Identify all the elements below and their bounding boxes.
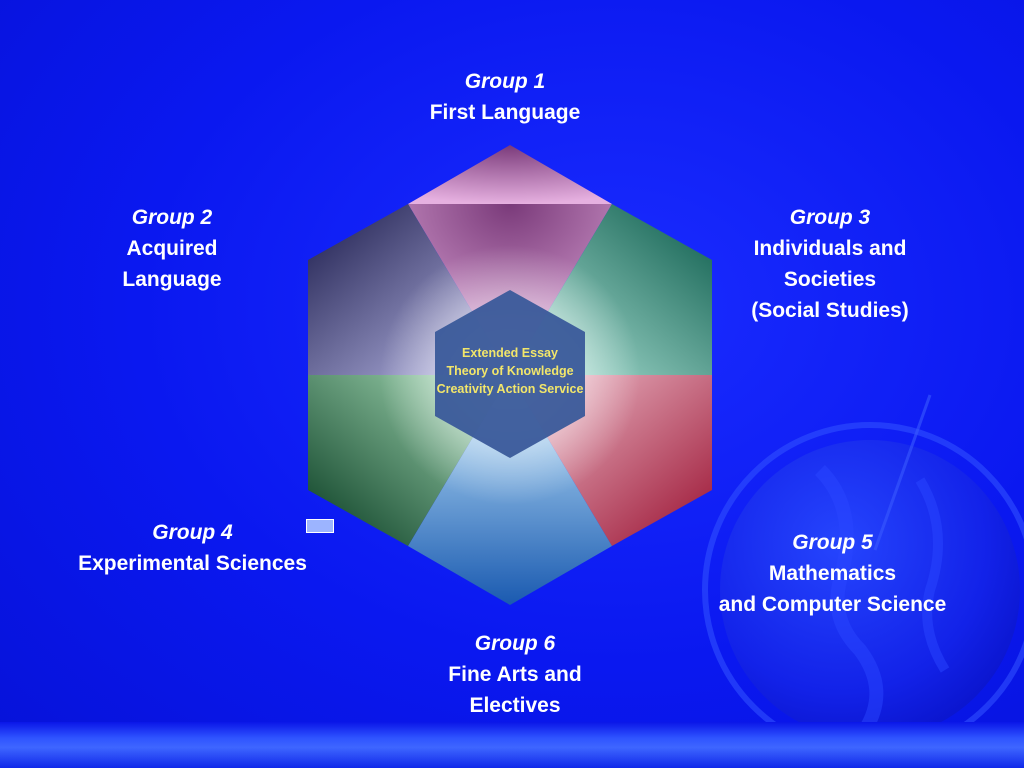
group-3-desc-line-2: Societies — [783, 268, 877, 291]
group-6-desc-line-2: Electives — [469, 694, 561, 717]
core-item-tok: Theory of Knowledge — [446, 364, 574, 378]
label-group-5: Group 5 Mathematics and Computer Science — [690, 527, 975, 620]
label-group-6: Group 6 Fine Arts and Electives — [405, 628, 625, 721]
label-group-1: Group 1 First Language — [385, 66, 625, 128]
group-4-title: Group 4 — [152, 521, 233, 544]
core-item-extended-essay: Extended Essay — [462, 346, 558, 360]
hexagon-diagram — [308, 145, 712, 605]
group-2-desc-line-2: Language — [122, 268, 222, 291]
group-1-title: Group 1 — [464, 70, 546, 93]
label-group-2: Group 2 Acquired Language — [62, 202, 282, 295]
group-3-title: Group 3 — [789, 206, 871, 229]
group-5-title: Group 5 — [792, 531, 873, 554]
group-4-desc: Experimental Sciences — [78, 552, 307, 575]
group-5-desc-line-1: Mathematics — [768, 562, 897, 585]
label-group-3: Group 3 Individuals and Societies (Socia… — [715, 202, 945, 326]
group-5-desc-line-2: and Computer Science — [718, 593, 947, 616]
core-item-cas: Creativity Action Service — [436, 382, 584, 396]
segment-group-1 — [408, 145, 612, 204]
group-6-desc-line-1: Fine Arts and — [448, 663, 582, 686]
core-text: Extended Essay Theory of Knowledge Creat… — [410, 344, 610, 398]
group-2-title: Group 2 — [131, 206, 213, 229]
group-3-desc-line-1: Individuals and — [753, 237, 907, 260]
group-3-desc-line-3: (Social Studies) — [751, 299, 909, 322]
group-6-title: Group 6 — [474, 632, 556, 655]
group-1-desc: First Language — [429, 101, 581, 124]
label-group-4: Group 4 Experimental Sciences — [40, 517, 345, 579]
group-2-desc-line-1: Acquired — [126, 237, 218, 260]
copyright-stamp — [306, 519, 334, 533]
core-hexagon — [435, 290, 585, 458]
bottom-bar — [0, 722, 1024, 768]
